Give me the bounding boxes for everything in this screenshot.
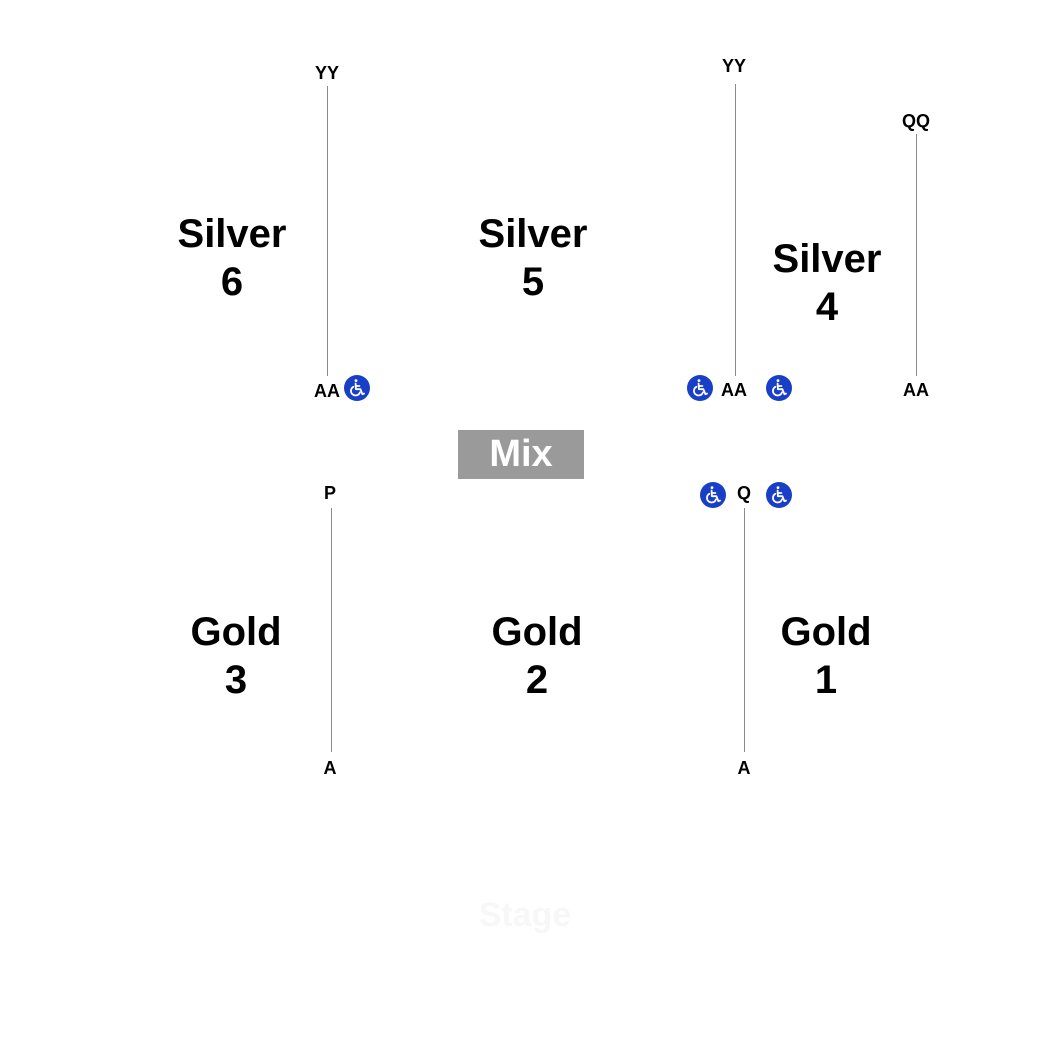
- section-name: Gold: [190, 610, 282, 654]
- row-divider: [331, 508, 332, 752]
- section-silver-6[interactable]: Silver 6: [178, 210, 287, 306]
- row-divider: [735, 84, 736, 376]
- row-label-bottom: A: [323, 758, 337, 778]
- wheelchair-accessible-icon: [350, 379, 365, 397]
- row-label-top: YY: [314, 63, 340, 83]
- row-label-bottom: AA: [314, 381, 340, 401]
- section-number: 4: [815, 285, 839, 329]
- wheelchair-accessible-icon[interactable]: [766, 482, 792, 508]
- section-gold-3[interactable]: Gold 3: [190, 608, 281, 704]
- row-divider: [327, 86, 328, 376]
- wheelchair-accessible-icon[interactable]: [700, 482, 726, 508]
- row-label-bottom: AA: [903, 380, 929, 400]
- row-label-bottom: AA: [721, 380, 747, 400]
- section-number: 5: [521, 260, 545, 304]
- section-name: Gold: [491, 610, 583, 654]
- wheelchair-accessible-icon[interactable]: [687, 375, 713, 401]
- section-gold-2[interactable]: Gold 2: [491, 608, 582, 704]
- wheelchair-accessible-icon: [772, 486, 787, 504]
- stage-label: Stage: [478, 896, 572, 934]
- wheelchair-accessible-icon: [693, 379, 708, 397]
- section-silver-5[interactable]: Silver 5: [479, 210, 588, 306]
- section-name: Silver: [772, 237, 882, 281]
- row-label-top: YY: [721, 56, 747, 76]
- wheelchair-accessible-icon[interactable]: [766, 375, 792, 401]
- row-label-top: QQ: [901, 111, 931, 131]
- wheelchair-accessible-icon[interactable]: [344, 375, 370, 401]
- row-divider: [916, 134, 917, 376]
- section-number: 3: [224, 658, 248, 702]
- row-label-top: P: [323, 483, 337, 503]
- wheelchair-accessible-icon: [706, 486, 721, 504]
- wheelchair-accessible-icon: [772, 379, 787, 397]
- section-name: Gold: [780, 610, 872, 654]
- section-name: Silver: [478, 212, 588, 256]
- row-label-bottom: A: [737, 758, 751, 778]
- section-name: Silver: [177, 212, 287, 256]
- mix-area[interactable]: Mix: [458, 430, 584, 479]
- section-number: 2: [525, 658, 549, 702]
- section-gold-1[interactable]: Gold 1: [780, 608, 871, 704]
- section-silver-4[interactable]: Silver 4: [773, 235, 882, 331]
- row-divider: [744, 508, 745, 752]
- section-number: 6: [220, 260, 244, 304]
- section-number: 1: [814, 658, 838, 702]
- row-label-top: Q: [736, 483, 752, 503]
